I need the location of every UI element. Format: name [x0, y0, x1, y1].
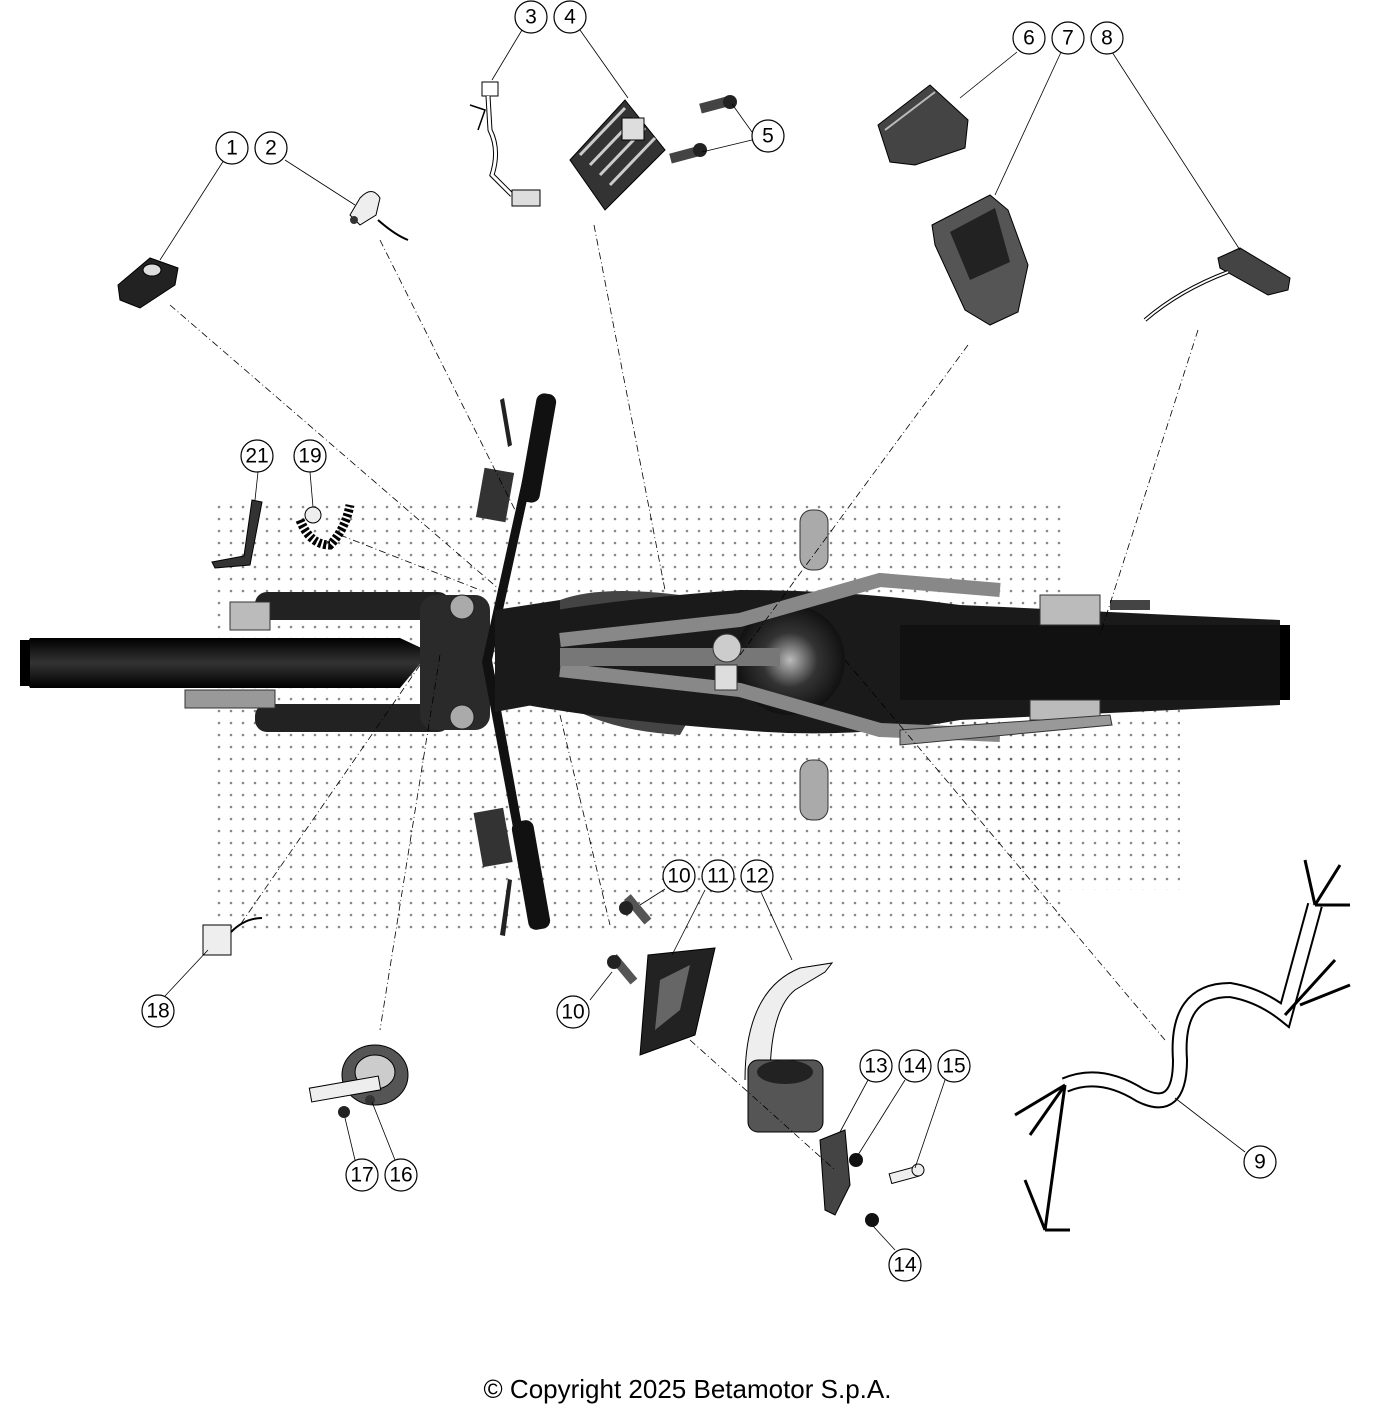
part-5-screws [669, 95, 737, 164]
part-19-spiral-cable [295, 504, 355, 550]
callout-4: 4 [553, 0, 587, 34]
callout-17: 17 [345, 1158, 379, 1192]
callout-7: 7 [1051, 21, 1085, 55]
part-1-switch [117, 257, 179, 309]
svg-text:3: 3 [525, 6, 537, 29]
callout-15: 15 [937, 1049, 971, 1083]
svg-text:11: 11 [707, 865, 729, 888]
svg-text:14: 14 [893, 1254, 917, 1277]
callout-6: 6 [1012, 21, 1046, 55]
svg-text:9: 9 [1254, 1151, 1266, 1174]
svg-text:1: 1 [226, 137, 238, 160]
callout-5: 5 [751, 119, 785, 153]
svg-text:16: 16 [389, 1164, 412, 1187]
callout-10-upper: 10 [662, 859, 696, 893]
part-14-nut-a [849, 1153, 863, 1167]
part-9-wiring-harness [1014, 859, 1351, 1232]
parts [117, 81, 1351, 1232]
part-10-bolts [607, 894, 652, 985]
part-16-horn [308, 1044, 409, 1106]
callout-8: 8 [1090, 21, 1124, 55]
svg-text:8: 8 [1101, 27, 1113, 50]
callout-2: 2 [254, 131, 288, 165]
callout-12: 12 [740, 859, 774, 893]
svg-text:10: 10 [667, 865, 690, 888]
callout-1: 1 [215, 131, 249, 165]
svg-text:19: 19 [298, 445, 321, 468]
part-4-regulator [569, 99, 666, 211]
svg-text:5: 5 [762, 125, 774, 148]
svg-text:15: 15 [942, 1055, 965, 1078]
part-2-button [349, 191, 409, 241]
part-15-bolt [888, 1163, 925, 1185]
svg-text:7: 7 [1062, 27, 1074, 50]
callout-16: 16 [384, 1158, 418, 1192]
part-7-cdi [931, 194, 1029, 326]
callout-3: 3 [514, 0, 548, 34]
svg-text:2: 2 [265, 137, 277, 160]
motorcycle-top-view [20, 393, 1290, 936]
callout-14-lower: 14 [888, 1248, 922, 1282]
callout-18: 18 [141, 994, 175, 1028]
svg-text:17: 17 [350, 1164, 373, 1187]
callout-9: 9 [1243, 1145, 1277, 1179]
svg-text:18: 18 [146, 1000, 169, 1023]
part-21-bracket [211, 499, 263, 569]
part-14-nut-b [865, 1213, 879, 1227]
svg-text:4: 4 [564, 6, 576, 29]
callout-13: 13 [859, 1049, 893, 1083]
part-17-screw [338, 1106, 350, 1118]
copyright-notice: © Copyright 2025 Betamotor S.p.A. [483, 1374, 892, 1404]
svg-text:12: 12 [745, 865, 768, 888]
svg-text:6: 6 [1023, 27, 1035, 50]
svg-text:21: 21 [245, 445, 268, 468]
callout-21: 21 [240, 439, 274, 473]
part-6-cover [877, 84, 969, 166]
leader-lines [159, 29, 1246, 1251]
part-13-mount [819, 1129, 851, 1216]
part-12-ignition-coil [744, 962, 834, 1133]
svg-text:10: 10 [561, 1001, 584, 1024]
svg-text:13: 13 [864, 1055, 887, 1078]
svg-text:14: 14 [903, 1055, 927, 1078]
part-11-bracket [639, 947, 716, 1056]
callout-19: 19 [293, 439, 327, 473]
callout-14-upper: 14 [898, 1049, 932, 1083]
part-8-sensor [1143, 247, 1291, 322]
part-3-wire-connector [469, 81, 541, 207]
callout-11: 11 [701, 859, 735, 893]
callout-10-lower: 10 [556, 995, 590, 1029]
